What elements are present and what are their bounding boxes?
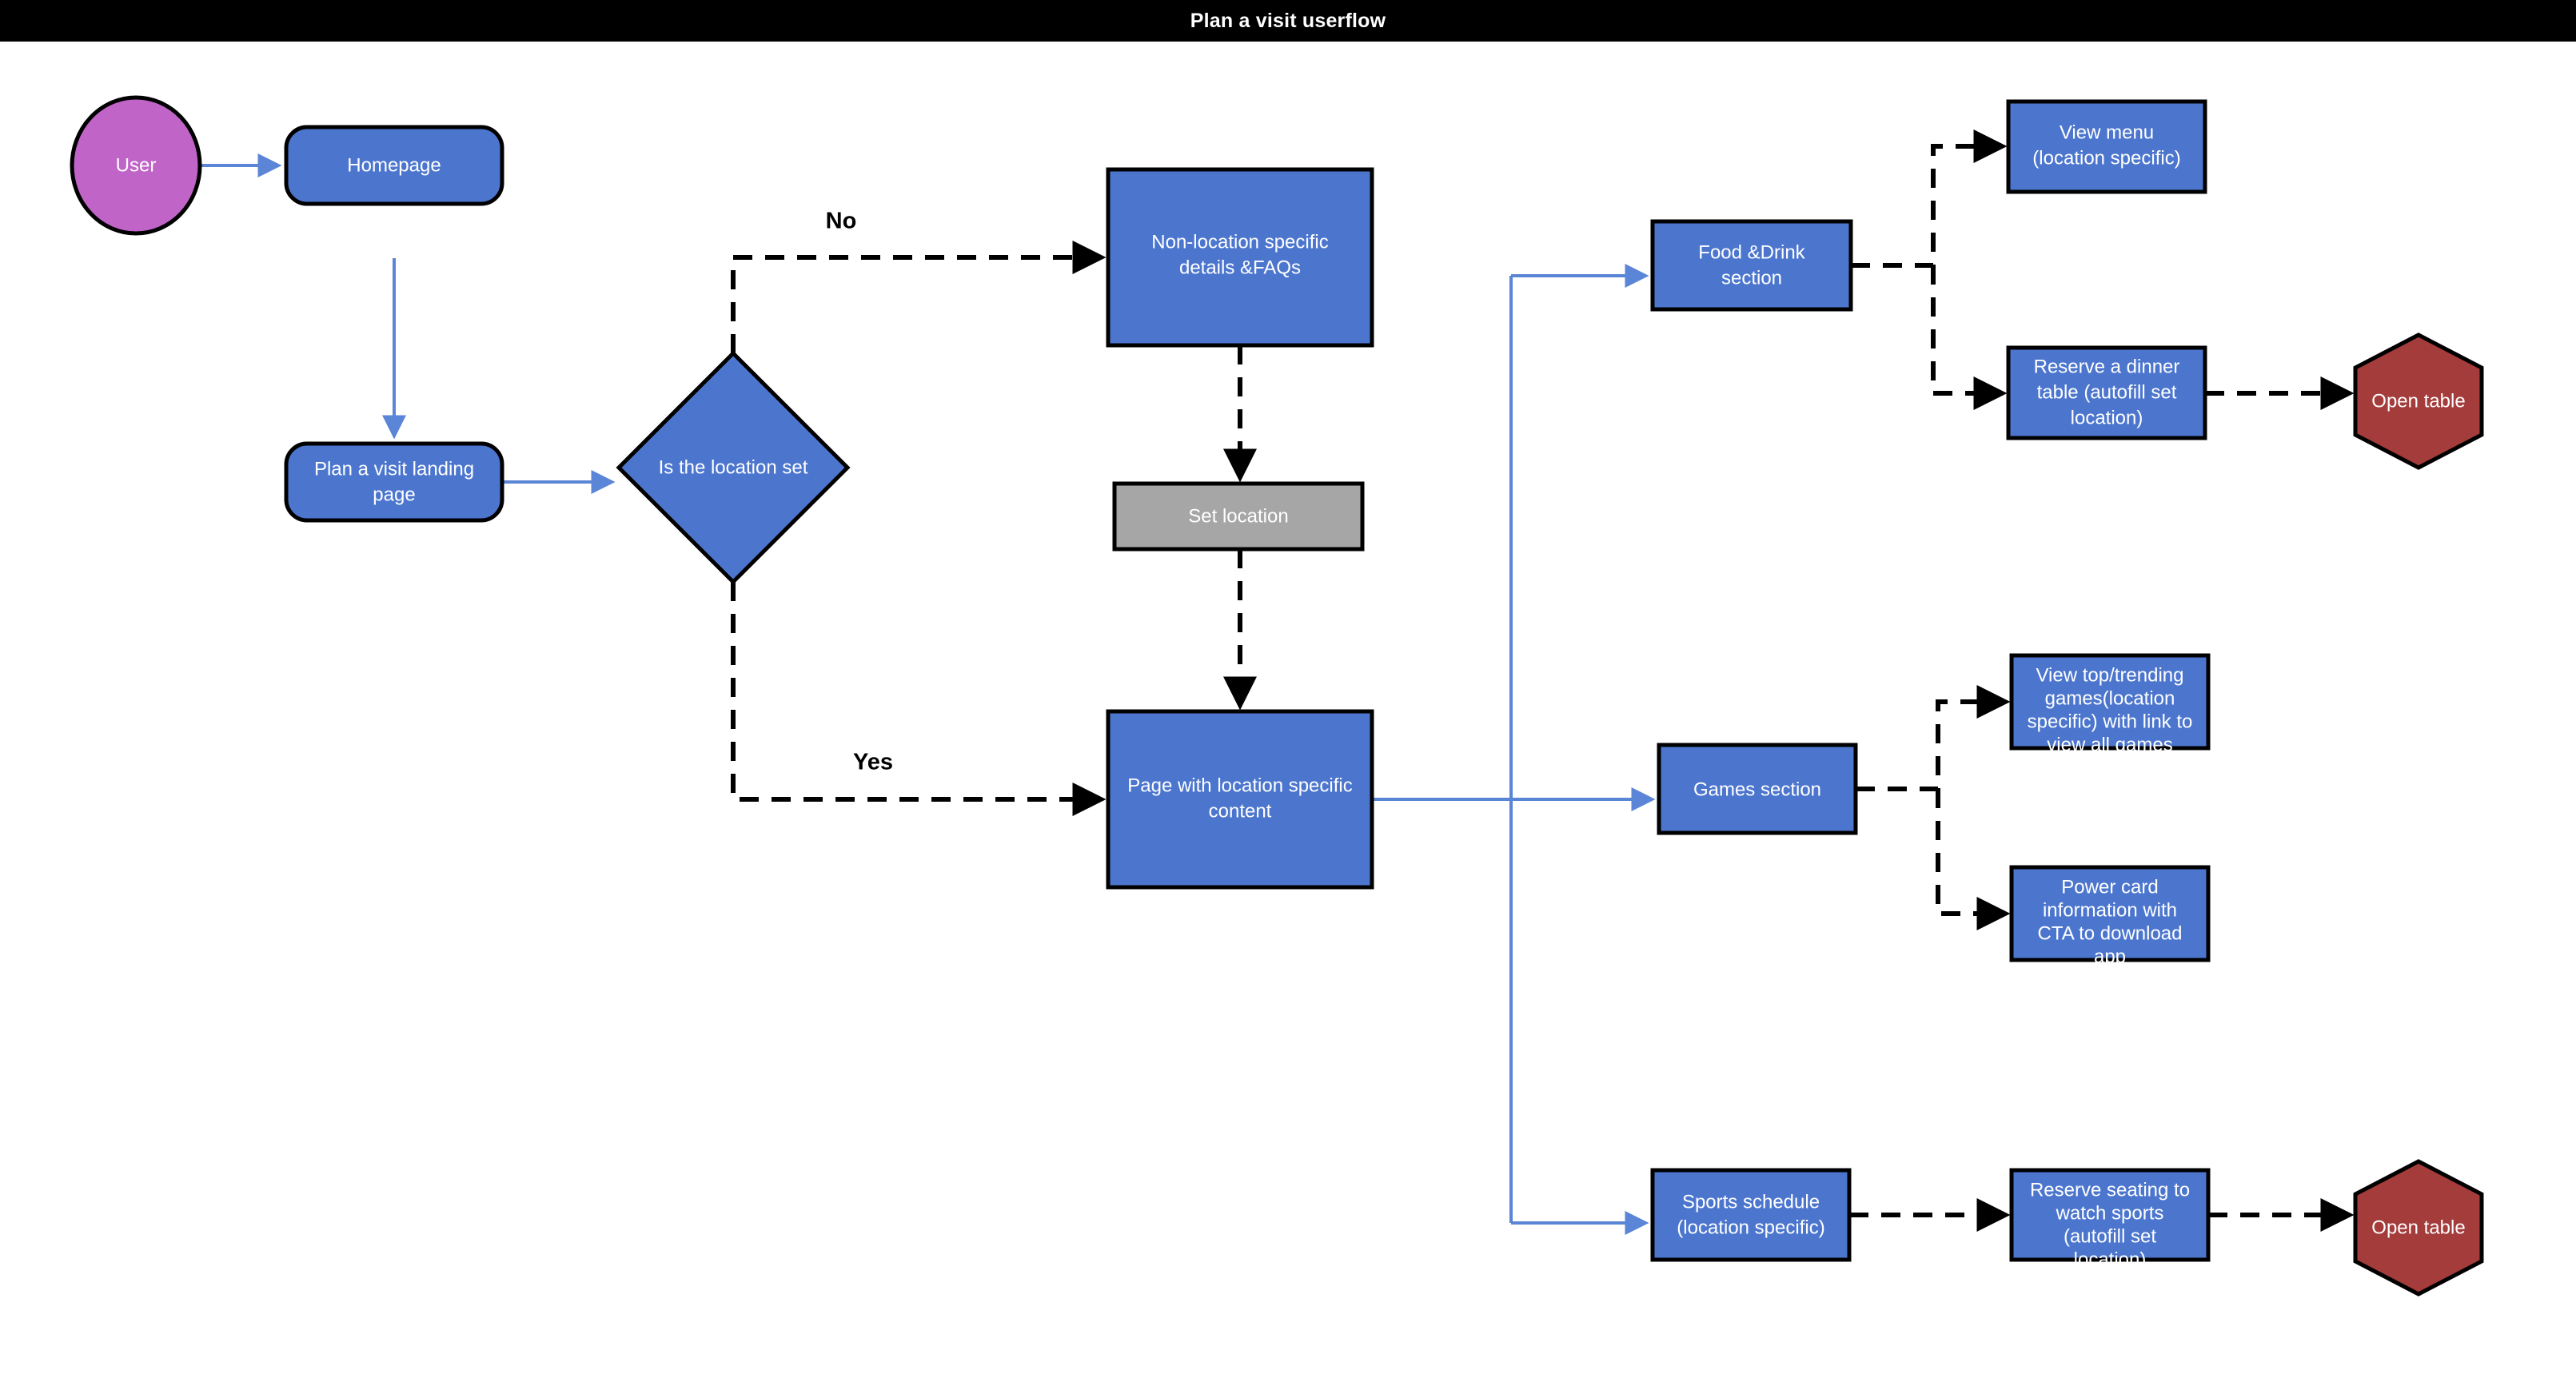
node-power-card-info-label-line2: information with	[2043, 899, 2177, 921]
node-reserve-sports-seating-label-line4: location)	[2074, 1249, 2147, 1270]
edge-gamessection-to-powercard	[1936, 789, 2011, 930]
node-view-trending-games-label-line4: view all games	[2047, 734, 2172, 755]
node-view-menu-label-line2: (location specific)	[2032, 147, 2180, 169]
node-view-menu[interactable]: View menu (location specific)	[2006, 99, 2207, 194]
node-location-specific-page-label-line2: content	[1209, 800, 1272, 822]
node-user[interactable]: User	[70, 95, 202, 236]
edge-label-no: No	[826, 209, 857, 234]
node-power-card-info-label-line4: app	[2094, 946, 2126, 967]
node-homepage[interactable]: Homepage	[284, 125, 504, 206]
node-landing-page[interactable]: Plan a visit landing page	[284, 441, 504, 523]
node-location-specific-page[interactable]: Page with location specific content	[1106, 709, 1374, 890]
node-reserve-dinner-table-label-line3: location)	[2071, 407, 2143, 428]
node-decision-label: Is the location set	[659, 456, 808, 478]
node-reserve-dinner-table-label-line2: table (autofill set	[2037, 381, 2177, 403]
node-reserve-dinner-table-label-line1: Reserve a dinner	[2034, 356, 2180, 377]
node-user-label: User	[116, 154, 157, 176]
node-set-location-label: Set location	[1188, 505, 1288, 527]
node-view-trending-games-label-line2: games(location	[2045, 687, 2175, 709]
node-non-location-details-label-line1: Non-location specific	[1151, 231, 1328, 253]
node-view-menu-label-line1: View menu	[2060, 121, 2154, 143]
node-landing-page-label-line1: Plan a visit landing	[314, 458, 474, 480]
edge-decision-no-to-nonlocation	[731, 241, 1107, 353]
node-power-card-info-label-line1: Power card	[2061, 876, 2158, 898]
node-open-table-sports-label: Open table	[2371, 1217, 2465, 1238]
node-landing-page-label-line2: page	[373, 484, 415, 505]
node-food-drink-section-label-line2: section	[1721, 267, 1782, 289]
node-view-trending-games-label-line3: specific) with link to	[2028, 711, 2193, 732]
node-sports-schedule[interactable]: Sports schedule (location specific)	[1650, 1168, 1852, 1262]
node-reserve-sports-seating-label-line2: watch sports	[2056, 1202, 2164, 1224]
node-reserve-sports-seating-label-line1: Reserve seating to	[2030, 1179, 2190, 1201]
node-open-table-dinner[interactable]: Open table	[2353, 333, 2484, 470]
node-games-section-label: Games section	[1693, 779, 1821, 800]
node-reserve-sports-seating[interactable]: Reserve seating to watch sports (autofil…	[2009, 1168, 2211, 1270]
node-non-location-details-label-line2: details &FAQs	[1179, 257, 1301, 278]
node-food-drink-section[interactable]: Food &Drink section	[1650, 219, 1853, 312]
title-bar: Plan a visit userflow	[0, 0, 2576, 42]
edge-locationpage-to-sections	[1372, 264, 1656, 1235]
edge-fooddrink-to-viewmenu	[1851, 129, 2008, 268]
edge-gamessection-to-viewgames	[1856, 685, 2011, 791]
node-view-trending-games[interactable]: View top/trending games(location specifi…	[2009, 653, 2211, 755]
node-view-trending-games-label-line1: View top/trending	[2036, 664, 2183, 686]
node-non-location-details[interactable]: Non-location specific details &FAQs	[1106, 167, 1374, 348]
node-homepage-label: Homepage	[347, 154, 441, 176]
edge-label-yes: Yes	[853, 750, 893, 775]
node-sports-schedule-label-line2: (location specific)	[1677, 1217, 1824, 1238]
node-games-section[interactable]: Games section	[1657, 743, 1858, 835]
node-open-table-dinner-label: Open table	[2371, 390, 2465, 412]
node-sports-schedule-label-line1: Sports schedule	[1682, 1191, 1820, 1213]
page-title: Plan a visit userflow	[1190, 9, 1386, 32]
diagram-canvas[interactable]: User Homepage Plan a visit landing page …	[0, 42, 2576, 1386]
node-decision-location-set[interactable]: Is the location set	[616, 350, 851, 585]
node-food-drink-section-label-line1: Food &Drink	[1698, 241, 1805, 263]
node-reserve-sports-seating-label-line3: (autofill set	[2064, 1225, 2156, 1247]
node-power-card-info-label-line3: CTA to download	[2038, 922, 2183, 944]
edge-fooddrink-to-reservedinner	[1931, 265, 2008, 410]
node-reserve-dinner-table[interactable]: Reserve a dinner table (autofill set loc…	[2006, 345, 2207, 440]
node-open-table-sports[interactable]: Open table	[2353, 1159, 2484, 1296]
edge-decision-yes-to-locationpage	[731, 582, 1107, 816]
node-power-card-info[interactable]: Power card information with CTA to downl…	[2009, 865, 2211, 967]
node-location-specific-page-label-line1: Page with location specific	[1127, 775, 1352, 796]
node-set-location[interactable]: Set location	[1112, 481, 1365, 552]
